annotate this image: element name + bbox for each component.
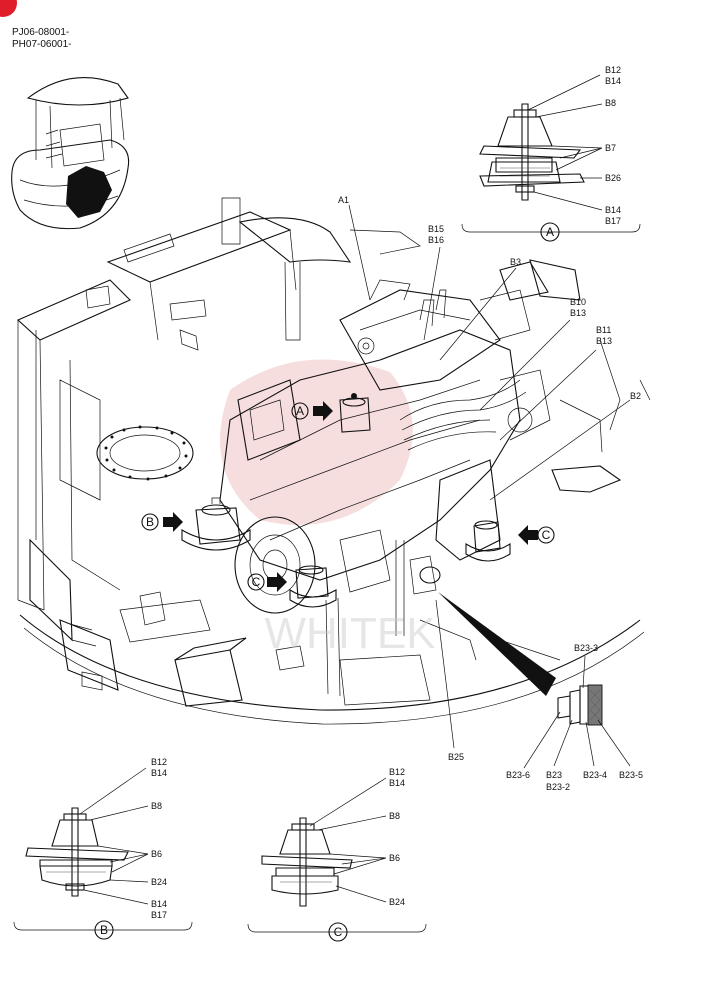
svg-text:C: C bbox=[542, 528, 551, 542]
callouts-main: A1 B15 B16 B3 B10 B13 B11 B13 B2 B25 bbox=[338, 195, 641, 762]
svg-text:B14: B14 bbox=[605, 76, 621, 86]
callout-b15: B15 bbox=[428, 224, 444, 234]
view-marker-b: B bbox=[141, 513, 159, 531]
callout-b10: B10 bbox=[570, 297, 586, 307]
callout-b13-a: B13 bbox=[570, 308, 586, 318]
drain-valve-detail: B23-3 B23-6 B23 B23-2 B23-4 B23-5 bbox=[506, 643, 643, 792]
svg-text:B8: B8 bbox=[605, 98, 616, 108]
svg-text:B8: B8 bbox=[389, 811, 400, 821]
svg-text:B24: B24 bbox=[151, 877, 167, 887]
svg-text:B12: B12 bbox=[605, 65, 621, 75]
svg-text:B24: B24 bbox=[389, 897, 405, 907]
svg-text:B12: B12 bbox=[389, 767, 405, 777]
detail-view-b: B12 B14 B8 B6 B24 B14 B17 B bbox=[13, 757, 193, 940]
callout-b23-3: B23-3 bbox=[574, 643, 598, 653]
svg-text:B14: B14 bbox=[151, 768, 167, 778]
corner-badge bbox=[0, 0, 17, 17]
view-marker-c-left: C bbox=[247, 573, 265, 591]
chassis-frame bbox=[17, 197, 651, 725]
callout-b3: B3 bbox=[510, 257, 521, 267]
callout-b25: B25 bbox=[448, 752, 464, 762]
svg-text:B12: B12 bbox=[151, 757, 167, 767]
view-marker-c-right: C bbox=[537, 526, 555, 544]
svg-text:B26: B26 bbox=[605, 173, 621, 183]
svg-text:C: C bbox=[334, 925, 343, 939]
engine-mount-left-front bbox=[289, 565, 337, 608]
callout-a1: A1 bbox=[338, 195, 349, 205]
callout-b23-6: B23-6 bbox=[506, 770, 530, 780]
view-marker-a: A bbox=[291, 402, 309, 420]
callout-b23-5: B23-5 bbox=[619, 770, 643, 780]
svg-text:B8: B8 bbox=[151, 801, 162, 811]
svg-text:A: A bbox=[296, 404, 304, 418]
engine-mount-left-rear bbox=[181, 497, 251, 551]
svg-text:B: B bbox=[100, 923, 108, 937]
callout-b23-4: B23-4 bbox=[583, 770, 607, 780]
drain-valve-wedge bbox=[438, 592, 556, 696]
callout-b11: B11 bbox=[596, 325, 611, 335]
svg-text:B14: B14 bbox=[151, 899, 167, 909]
svg-text:A: A bbox=[546, 225, 554, 239]
callout-b2: B2 bbox=[630, 391, 641, 401]
svg-text:C: C bbox=[252, 575, 261, 589]
machine-thumbnail bbox=[11, 77, 130, 230]
arrow-to-view-c-right bbox=[518, 525, 538, 545]
serial-number-1: PJ06-08001- bbox=[12, 27, 69, 38]
arrow-to-view-c-left bbox=[267, 572, 287, 592]
svg-text:WHITEK: WHITEK bbox=[264, 609, 435, 658]
svg-text:B6: B6 bbox=[389, 853, 400, 863]
callout-b23: B23 bbox=[546, 770, 562, 780]
svg-text:B: B bbox=[146, 515, 154, 529]
svg-text:B6: B6 bbox=[151, 849, 162, 859]
callout-b13-b: B13 bbox=[596, 336, 612, 346]
svg-text:B17: B17 bbox=[151, 910, 167, 920]
arrow-to-view-a bbox=[313, 401, 333, 421]
svg-text:B14: B14 bbox=[389, 778, 405, 788]
engine-mount-right-rear bbox=[465, 520, 511, 562]
svg-text:B17: B17 bbox=[605, 216, 621, 226]
detail-view-c: B12 B14 B8 B6 B24 C bbox=[247, 767, 427, 942]
callout-b16: B16 bbox=[428, 235, 444, 245]
serial-number-2: PH07-06001- bbox=[12, 39, 71, 50]
engine-mount-right-front bbox=[339, 393, 371, 433]
svg-text:B14: B14 bbox=[605, 205, 621, 215]
callout-b23-2: B23-2 bbox=[546, 782, 570, 792]
slew-ring-bolts bbox=[104, 425, 188, 481]
arrow-to-view-b bbox=[163, 512, 183, 532]
svg-text:B7: B7 bbox=[605, 143, 616, 153]
detail-view-a: B12 B14 B8 B7 B26 B14 B17 A bbox=[461, 65, 641, 242]
